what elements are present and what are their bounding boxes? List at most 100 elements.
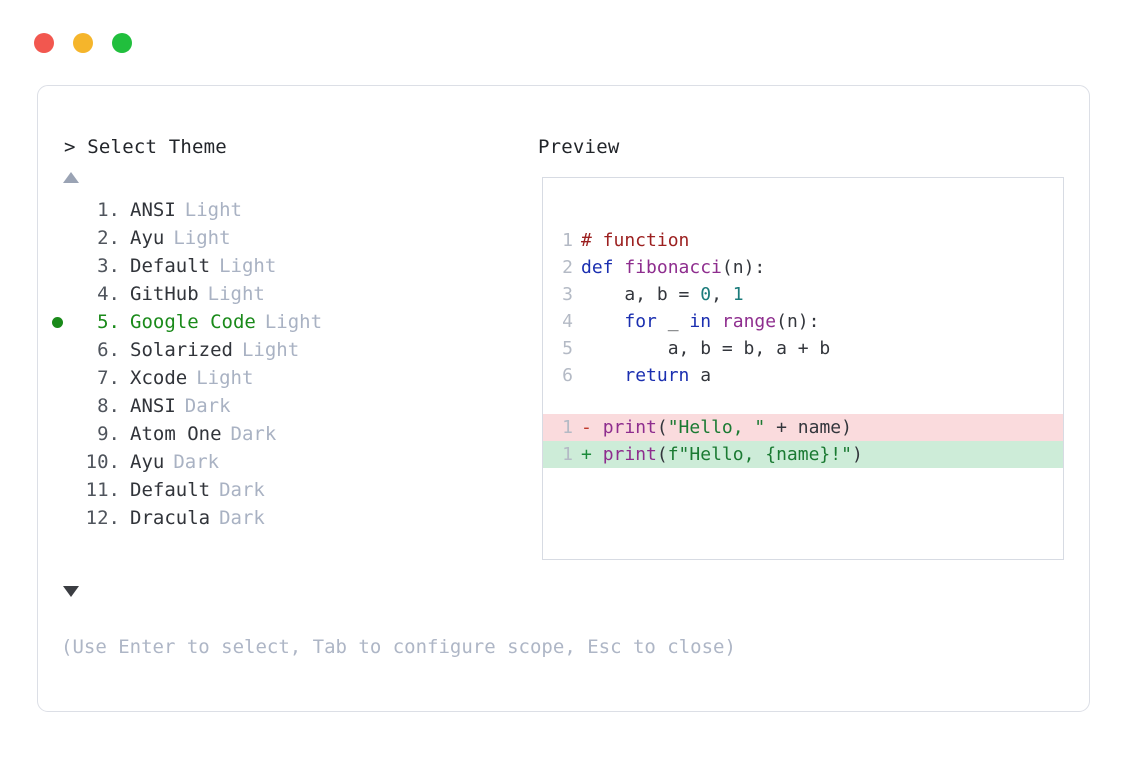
code-token-comment: # function <box>581 230 690 251</box>
theme-item-name: GitHub <box>130 283 199 305</box>
code-line: 2 def fibonacci(n): <box>543 254 1063 281</box>
theme-item-index: 5. <box>97 311 120 333</box>
code-token-plain <box>711 311 722 332</box>
theme-item-name: Default <box>130 479 211 501</box>
code-token-string: "Hello, " <box>667 417 766 438</box>
theme-item-index: 12. <box>85 507 120 529</box>
code-token-plain <box>581 365 624 386</box>
selection-marker-cell <box>38 316 76 328</box>
theme-list-item[interactable]: 12. Dracula Dark <box>38 504 508 532</box>
code-token-keyword: def <box>581 257 625 278</box>
code-line <box>543 389 1063 414</box>
line-number: 1 <box>562 230 573 251</box>
theme-item-variant: Light <box>264 311 323 333</box>
theme-item-variant: Light <box>219 255 277 277</box>
theme-list-item[interactable]: 5. Google Code Light <box>38 308 508 336</box>
bullet-icon <box>51 316 63 328</box>
theme-item-variant: Light <box>241 339 300 361</box>
theme-item-variant: Dark <box>173 451 220 473</box>
close-button[interactable] <box>34 33 54 53</box>
code-token-keyword: return <box>624 365 690 386</box>
line-number: 5 <box>562 338 573 359</box>
theme-item-variant: Dark <box>219 479 265 501</box>
theme-item-name: Default <box>130 255 211 277</box>
theme-list-item[interactable]: 10. Ayu Dark <box>38 448 508 476</box>
theme-list-item[interactable]: 8. ANSI Dark <box>38 392 508 420</box>
maximize-button[interactable] <box>112 33 132 53</box>
theme-item-variant: Light <box>207 283 265 305</box>
theme-item-variant: Dark <box>184 395 231 417</box>
code-token-plain: (n): <box>776 311 820 332</box>
theme-item-index: 11. <box>85 479 120 501</box>
theme-item-name: Dracula <box>130 507 211 529</box>
line-number: 4 <box>562 311 573 332</box>
theme-list-item[interactable]: 11. Default Dark <box>38 476 508 504</box>
theme-list-item[interactable]: 2. Ayu Light <box>38 224 508 252</box>
line-number: 2 <box>562 257 573 278</box>
theme-list-item[interactable]: 3. Default Light <box>38 252 508 280</box>
theme-item-variant: Light <box>184 199 242 221</box>
code-token-number: 0 <box>700 284 712 305</box>
theme-item-index: 9. <box>97 423 120 445</box>
code-token-func: print <box>602 444 657 465</box>
theme-item-variant: Dark <box>219 507 265 529</box>
code-token-plain: , <box>711 284 733 305</box>
code-token-plain: _ <box>656 311 690 332</box>
code-token-string: f"Hello, {name}!" <box>667 444 852 465</box>
theme-item-name: Google Code <box>130 311 256 333</box>
code-text: + print(f"Hello, {name}!") <box>581 441 863 468</box>
code-text: def fibonacci(n): <box>581 254 765 281</box>
theme-list-item[interactable]: 7. Xcode Light <box>38 364 508 392</box>
minimize-button[interactable] <box>73 33 93 53</box>
theme-item-index: 2. <box>97 227 120 249</box>
theme-item-name: Xcode <box>130 367 188 389</box>
window-traffic-lights <box>34 33 132 53</box>
code-text: a, b = 0, 1 <box>581 281 744 308</box>
code-token-number: 1 <box>732 284 744 305</box>
code-token-plain: + name) <box>765 417 852 438</box>
line-number: 1 <box>562 417 573 438</box>
preview-label: Preview <box>538 136 620 158</box>
theme-item-index: 10. <box>85 451 120 473</box>
code-token-func: range <box>721 311 777 332</box>
theme-item-variant: Light <box>196 367 254 389</box>
code-token-plain: (n): <box>721 257 766 278</box>
code-text: # function <box>581 227 689 254</box>
code-line-removed: 1- print("Hello, " + name) <box>543 414 1063 441</box>
code-token-plain: a, b = <box>581 284 701 305</box>
code-token-plain: ( <box>656 444 668 465</box>
theme-item-index: 1. <box>97 199 120 221</box>
triangle-up-icon[interactable] <box>63 172 79 183</box>
triangle-down-icon[interactable] <box>63 586 79 597</box>
code-line: 4 for _ in range(n): <box>543 308 1063 335</box>
code-token-plain: a <box>689 365 712 386</box>
theme-item-index: 4. <box>97 283 120 305</box>
theme-item-name: Ayu <box>130 451 165 473</box>
code-token-marker-add: + <box>581 444 603 465</box>
theme-item-index: 3. <box>97 255 120 277</box>
theme-list-item[interactable]: 4. GitHub Light <box>38 280 508 308</box>
code-line: 1 # function <box>543 227 1063 254</box>
theme-item-index: 7. <box>97 367 120 389</box>
theme-item-index: 8. <box>97 395 120 417</box>
code-token-plain: ( <box>656 417 668 438</box>
code-token-plain: ) <box>851 444 863 465</box>
theme-item-index: 6. <box>97 339 120 361</box>
code-line: 3 a, b = 0, 1 <box>543 281 1063 308</box>
code-token-func: fibonacci <box>624 257 722 278</box>
theme-item-name: ANSI <box>130 395 176 417</box>
code-token-keyword: for <box>624 311 657 332</box>
line-number: 3 <box>562 284 573 305</box>
line-number: 1 <box>562 444 573 465</box>
theme-item-variant: Light <box>173 227 231 249</box>
prompt-label: > Select Theme <box>64 136 227 158</box>
code-text: return a <box>581 362 711 389</box>
theme-item-name: Ayu <box>130 227 165 249</box>
